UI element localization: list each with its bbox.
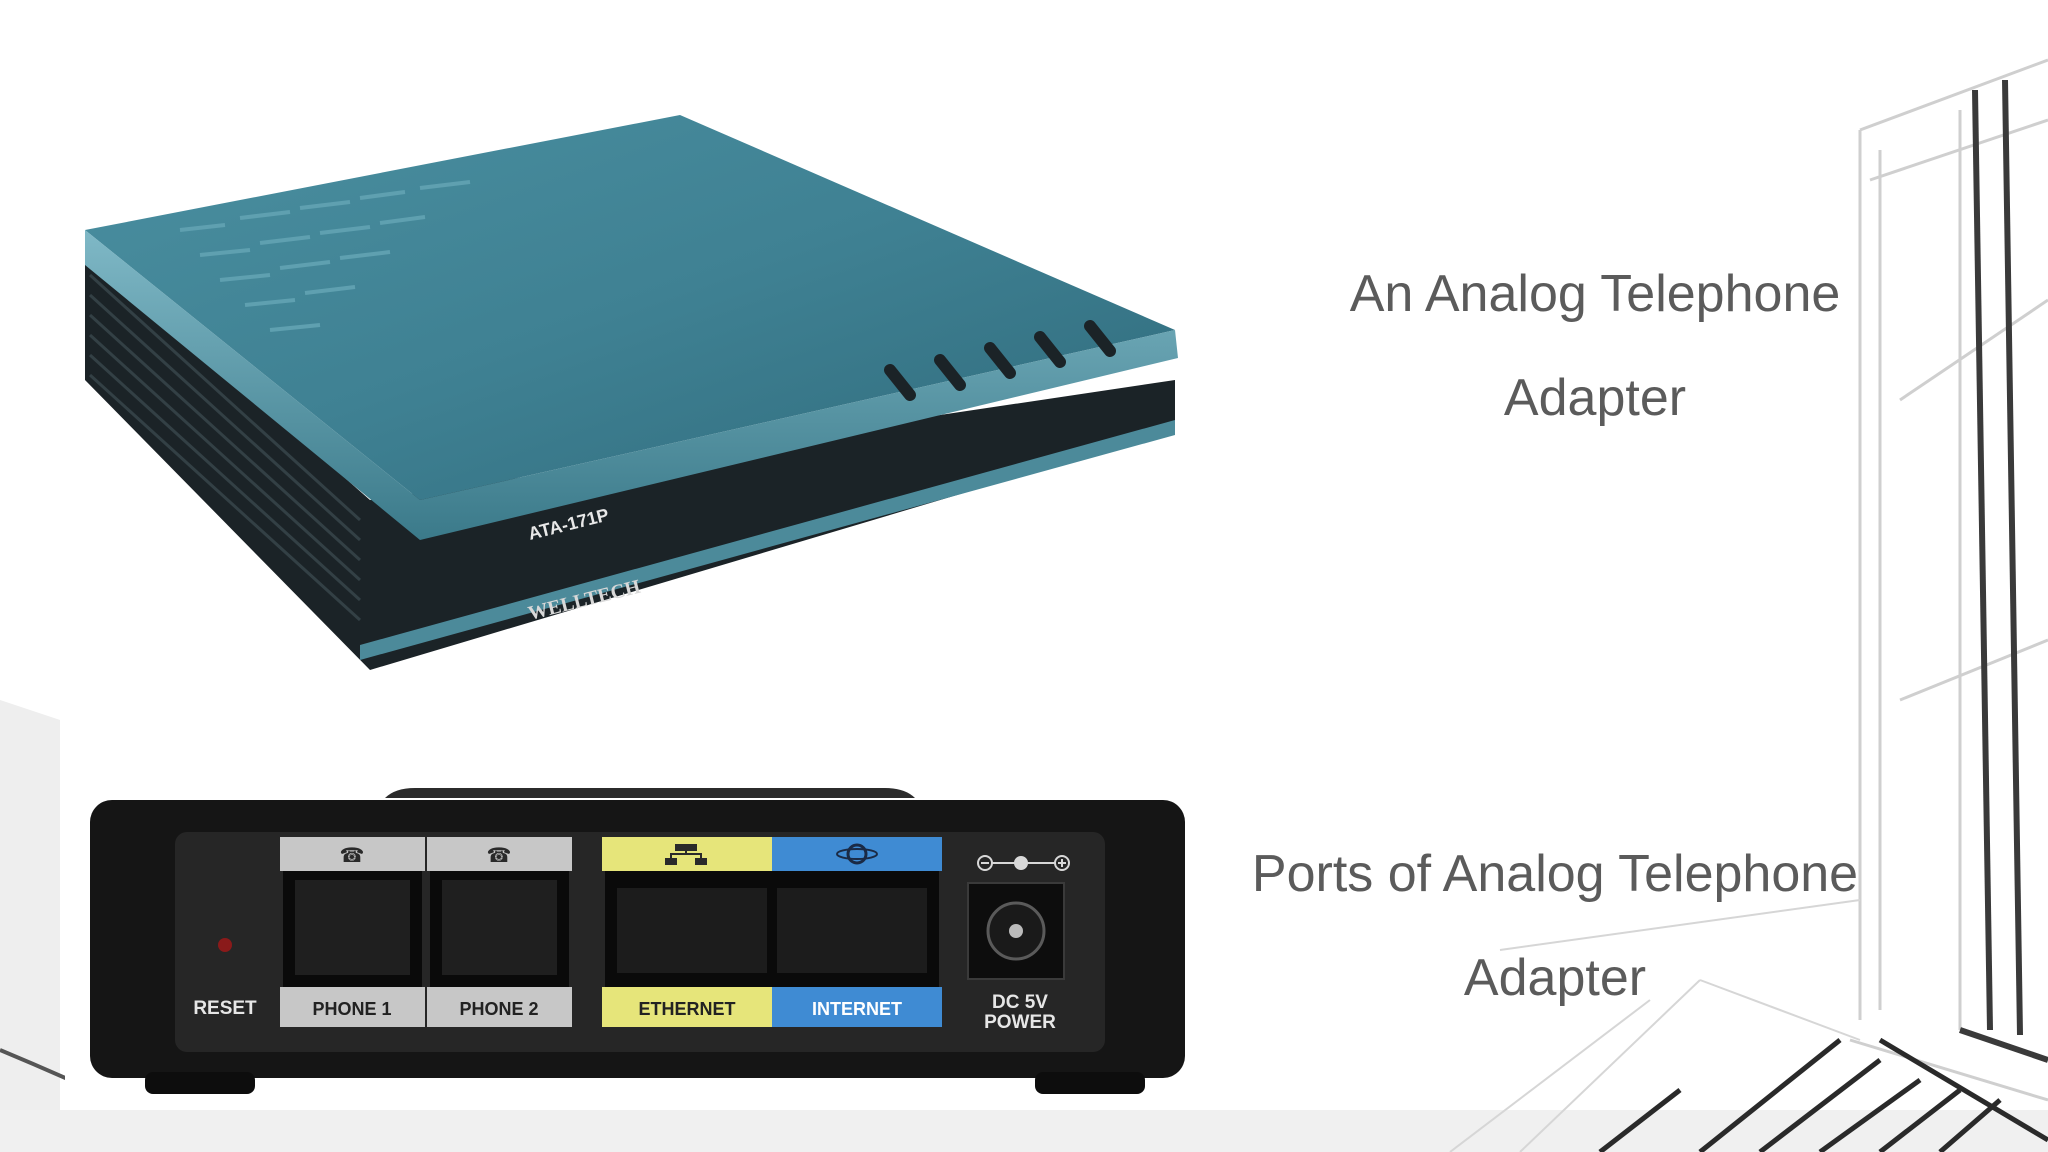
phone-1-icon: ☎ [340,845,365,867]
network-icon [665,844,707,865]
power-label-line2: POWER [984,1012,1056,1033]
phone-1-label: PHONE 1 [312,999,391,1019]
reset-label: RESET [193,998,257,1019]
ports-caption-line-2: Adapter [1463,949,1647,1007]
power-label-line1: DC 5V [992,992,1048,1013]
adapter-caption-line-1: An Analog Telephone [1349,265,1841,323]
reset-hole [218,938,232,952]
internet-label: INTERNET [812,999,902,1019]
adapter-caption: An Analog Telephone Adapter [1270,242,1920,450]
ports-caption: Ports of Analog Telephone Adapter [1180,822,1930,1030]
adapter-caption-line-2: Adapter [1503,369,1687,427]
globe-icon [836,843,878,865]
phone-2-icon: ☎ [487,845,512,867]
polarity-icon [977,855,1070,871]
adapter-ports-photo: RESET ☎ PHONE 1 ☎ PHONE 2 ETHERNET INTER… [65,780,1200,1110]
phone-2-label: PHONE 2 [459,999,538,1019]
ports-caption-line-1: Ports of Analog Telephone [1251,845,1859,903]
analog-telephone-adapter-photo: ATA-171P WELLTECH [85,115,1178,670]
ethernet-label: ETHERNET [638,999,735,1019]
